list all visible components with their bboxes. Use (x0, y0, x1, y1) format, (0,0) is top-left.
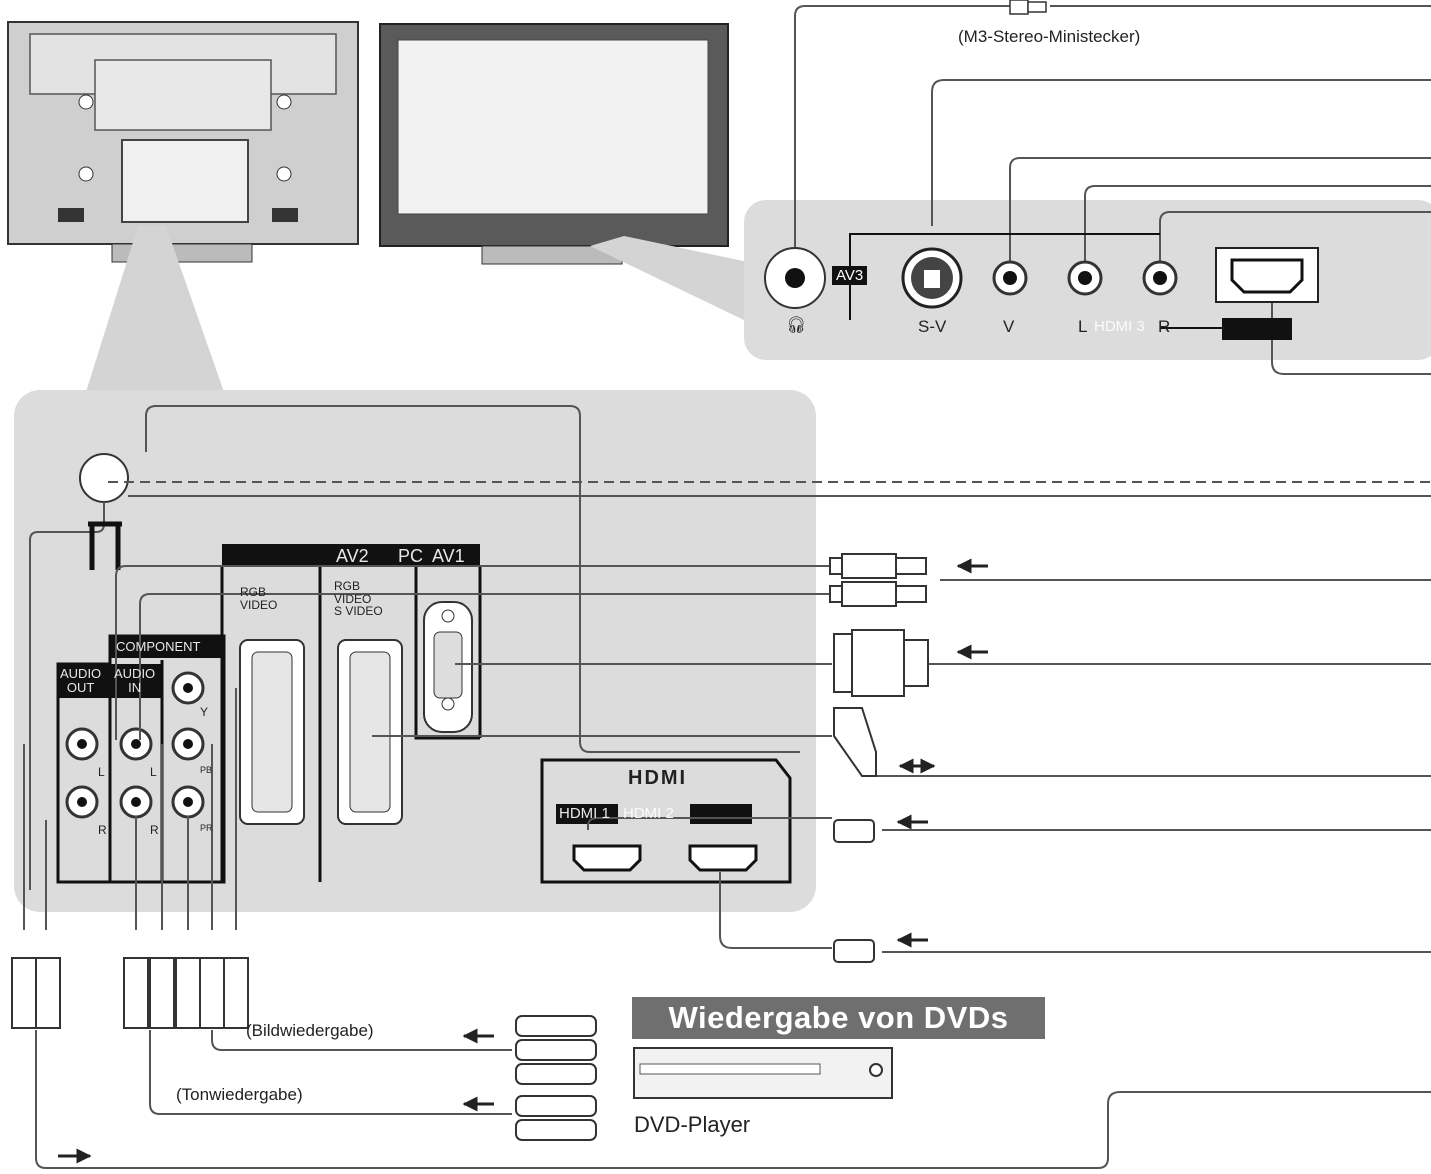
sv-label: S-V (918, 317, 947, 336)
audio-out-label: AUDIO OUT (60, 666, 102, 695)
dvd-player-label: DVD-Player (634, 1112, 751, 1137)
bildwiedergabe-label: (Bildwiedergabe) (246, 1021, 374, 1040)
av1-label: AV1 (432, 546, 465, 566)
zoom-funnel (86, 226, 224, 392)
component-label: COMPONENT (116, 639, 201, 654)
audio-in-l-label: L (150, 765, 157, 779)
hdmi3-label: HDMI 3 (1094, 318, 1145, 335)
rear-rca-jacks (65, 671, 205, 819)
bottom-rca-plugs (11, 957, 249, 1029)
antenna-icon (88, 521, 122, 570)
pb-label: PB (200, 765, 213, 775)
hdmi1-label: HDMI 1 (559, 805, 610, 822)
hdmi-logo: HDMI (628, 767, 688, 789)
r-label: R (1158, 317, 1171, 336)
headphone-icon: 🎧︎ (786, 317, 807, 334)
tv-front-view (379, 23, 729, 265)
rgb-video-label: RGB VIDEO (240, 585, 278, 612)
rear-cables (23, 565, 1431, 1169)
dvd-rca-plugs (515, 1015, 597, 1141)
audio-out-r-label: R (98, 823, 107, 837)
hdmi2-label: HDMI 2 (623, 805, 674, 822)
pc-label: PC (398, 546, 424, 566)
pr-label: PR (200, 823, 213, 833)
scart-av1 (239, 639, 305, 825)
rca-plugs-right (829, 553, 929, 963)
section-title: Wiedergabe von DVDs (632, 997, 1045, 1039)
l-label: L (1078, 317, 1088, 336)
audio-in-label: AUDIO IN (114, 666, 156, 695)
antenna-jack (29, 405, 1431, 890)
tonwiedergabe-label: (Tonwiedergabe) (176, 1085, 303, 1104)
front-cables (794, 5, 1431, 375)
zoom-funnel-front (590, 236, 748, 322)
front-jacks (764, 233, 1319, 340)
rgb-video-svideo-label: RGB VIDEO S VIDEO (334, 579, 383, 619)
scart-av2 (337, 639, 403, 825)
minijack-label: (M3-Stereo-Ministecker) (958, 27, 1141, 46)
av3-label: AV3 (832, 266, 868, 285)
av2-label: AV2 (336, 546, 369, 566)
dvd-player-device (633, 1047, 893, 1099)
v-label: V (1003, 317, 1015, 336)
y-label: Y (200, 705, 209, 719)
minijack-plug (1009, 0, 1047, 15)
audio-in-r-label: R (150, 823, 159, 837)
vga-pc (423, 601, 473, 733)
tv-rear-view (7, 21, 359, 263)
audio-out-l-label: L (98, 765, 105, 779)
